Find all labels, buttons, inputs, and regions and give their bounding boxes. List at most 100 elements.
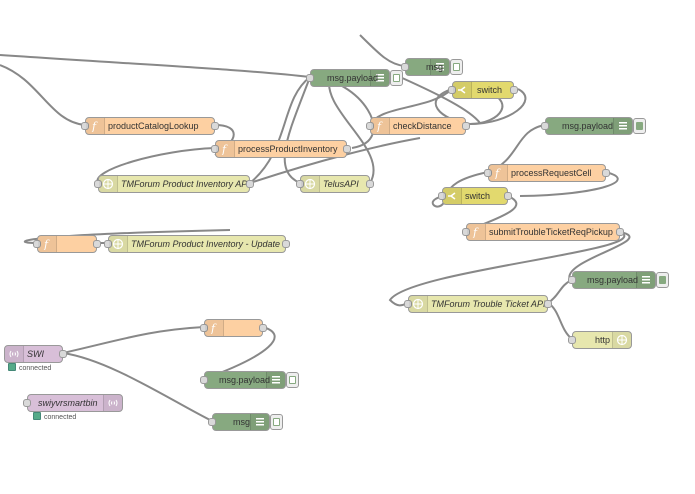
input-port[interactable] (541, 122, 549, 130)
debug-toggle-button[interactable] (450, 59, 463, 75)
node-swi-mqtt[interactable]: SWI (4, 345, 67, 363)
node-swiyvrsmartbin[interactable]: swiyvrsmartbin (23, 394, 123, 412)
node-process-request-cell[interactable]: f processRequestCell (484, 164, 610, 182)
debug-toggle-button[interactable] (390, 70, 403, 86)
node-function-unnamed-bottom[interactable]: f (200, 319, 267, 337)
svg-text:f: f (376, 120, 383, 132)
node-check-distance[interactable]: f checkDistance (366, 117, 470, 135)
node-msg-payload-right[interactable]: msg.payload (541, 117, 646, 135)
node-tmforum-trouble-ticket-api[interactable]: TMForum Trouble Ticket API (404, 295, 552, 313)
list-icon (613, 118, 632, 134)
node-switch-mid[interactable]: switch (438, 187, 512, 205)
node-msg-payload-top[interactable]: msg.payload (306, 69, 403, 87)
node-label: processProductInventory (238, 144, 338, 154)
function-icon: f (489, 165, 508, 181)
input-port[interactable] (211, 145, 219, 153)
node-label: TelusAPI (323, 179, 359, 189)
node-function-unnamed-left[interactable]: f (33, 235, 101, 253)
node-label: productCatalogLookup (108, 121, 199, 131)
output-port[interactable] (544, 300, 552, 308)
node-http[interactable]: http (568, 331, 632, 349)
status-text: connected (19, 365, 52, 372)
wire (547, 302, 573, 340)
wire (0, 64, 86, 126)
node-switch-top[interactable]: switch (448, 81, 518, 99)
wire (568, 231, 631, 281)
output-port[interactable] (211, 122, 219, 130)
node-msg-bottom[interactable]: msg (208, 413, 283, 431)
node-tmforum-inventory-update[interactable]: TMForum Product Inventory - Update (104, 235, 290, 253)
node-label: msg.payload (219, 375, 271, 385)
output-port[interactable] (59, 350, 67, 358)
list-icon (250, 414, 269, 430)
globe-icon (301, 176, 320, 192)
node-label: TMForum Product Inventory API (121, 179, 250, 189)
globe-icon (109, 236, 128, 252)
output-port[interactable] (282, 240, 290, 248)
node-product-catalog-lookup[interactable]: f productCatalogLookup (81, 117, 219, 135)
input-port[interactable] (33, 240, 41, 248)
output-port[interactable] (93, 240, 101, 248)
input-port[interactable] (81, 122, 89, 130)
node-label: processRequestCell (511, 168, 592, 178)
input-port[interactable] (568, 276, 576, 284)
input-port[interactable] (438, 192, 446, 200)
output-port[interactable] (510, 86, 518, 94)
node-label: switch (477, 85, 503, 95)
output-port[interactable] (602, 169, 610, 177)
debug-toggle-button[interactable] (286, 372, 299, 388)
node-label: submitTroubleTicketReqPickup (489, 227, 613, 237)
wifi-icon (5, 346, 24, 362)
output-port[interactable] (462, 122, 470, 130)
input-port[interactable] (462, 228, 470, 236)
node-label: msg.payload (327, 73, 379, 83)
input-port[interactable] (306, 74, 314, 82)
output-port[interactable] (343, 145, 351, 153)
wire (359, 34, 406, 67)
list-icon (636, 272, 655, 288)
function-icon: f (205, 320, 224, 336)
svg-text:f: f (472, 226, 479, 238)
output-port[interactable] (616, 228, 624, 236)
input-port[interactable] (94, 180, 102, 188)
input-port[interactable] (484, 169, 492, 177)
node-telus-api[interactable]: TelusAPI (296, 175, 374, 193)
node-submit-trouble-ticket[interactable]: f submitTroubleTicketReqPickup (462, 223, 624, 241)
node-process-product-inventory[interactable]: f processProductInventory (211, 140, 351, 158)
input-port[interactable] (366, 122, 374, 130)
switch-icon (443, 188, 462, 204)
status-text: connected (44, 414, 77, 421)
input-port[interactable] (200, 376, 208, 384)
debug-toggle-button[interactable] (656, 272, 669, 288)
output-port[interactable] (504, 192, 512, 200)
svg-text:f: f (43, 238, 50, 250)
node-label: msg.payload (562, 121, 614, 131)
input-port[interactable] (200, 324, 208, 332)
input-port[interactable] (404, 300, 412, 308)
input-port[interactable] (104, 240, 112, 248)
output-port[interactable] (366, 180, 374, 188)
input-port[interactable] (296, 180, 304, 188)
node-msg-payload-bottom[interactable]: msg.payload (200, 371, 299, 389)
node-label: msg (426, 62, 444, 72)
input-port[interactable] (448, 86, 456, 94)
node-tmforum-product-inventory-api[interactable]: TMForum Product Inventory API (94, 175, 254, 193)
debug-toggle-button[interactable] (270, 414, 283, 430)
wire (62, 352, 213, 422)
input-port[interactable] (568, 336, 576, 344)
output-port[interactable] (259, 324, 267, 332)
output-port[interactable] (246, 180, 254, 188)
node-msg-top[interactable]: msg (401, 58, 463, 76)
wire (0, 54, 311, 78)
input-port[interactable] (401, 63, 409, 71)
input-port[interactable] (23, 399, 31, 407)
function-icon: f (467, 224, 486, 240)
node-msg-payload-right2[interactable]: msg.payload (568, 271, 669, 289)
function-icon: f (371, 118, 390, 134)
input-port[interactable] (208, 418, 216, 426)
node-label: msg.payload (587, 275, 639, 285)
debug-toggle-button[interactable] (633, 118, 646, 134)
globe-icon (409, 296, 428, 312)
node-label: swiyvrsmartbin (38, 398, 98, 408)
